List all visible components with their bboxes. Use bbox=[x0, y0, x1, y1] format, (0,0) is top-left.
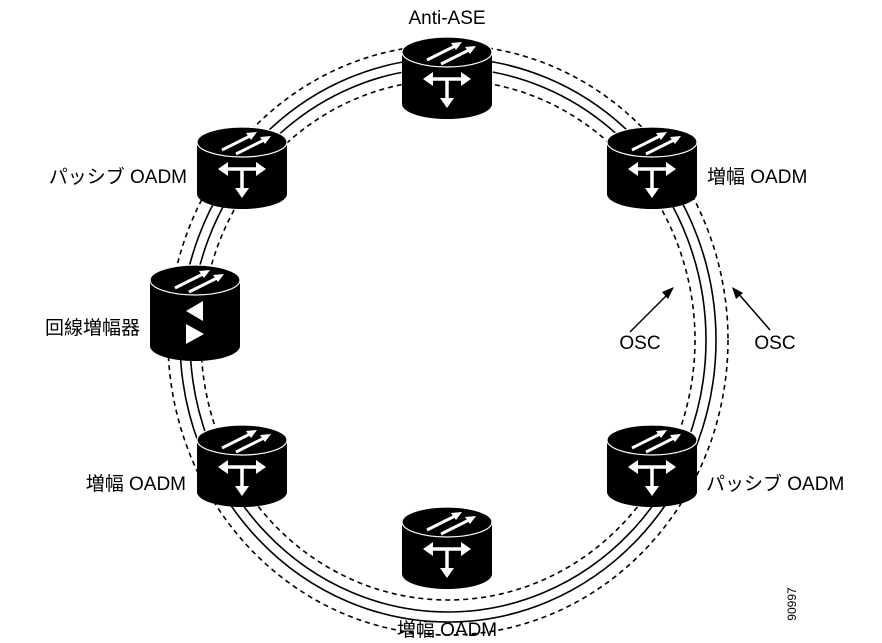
label-osc-inner: OSC bbox=[619, 333, 660, 354]
passive-oadm-upper-left-node bbox=[195, 125, 289, 211]
label-amplified-oadm-bottom: 増幅 OADM bbox=[397, 619, 497, 641]
label-amplified-oadm-lower-left: 増幅 OADM bbox=[86, 473, 186, 495]
anti-ase-node bbox=[400, 35, 494, 121]
osc-arrows bbox=[629, 287, 771, 333]
label-passive-oadm-lower-right: パッシブ OADM bbox=[706, 472, 844, 495]
label-amplified-oadm-upper-right: 増幅 OADM bbox=[707, 166, 807, 188]
amplified-oadm-bottom-node bbox=[400, 505, 494, 591]
amplified-oadm-lower-left-node bbox=[195, 423, 289, 509]
amplified-oadm-upper-right-node bbox=[605, 125, 699, 211]
label-anti-ase: Anti-ASE bbox=[408, 8, 485, 29]
label-osc-outer: OSC bbox=[754, 333, 795, 354]
passive-oadm-lower-right-node bbox=[605, 423, 699, 509]
line-amplifier-node bbox=[148, 263, 242, 363]
label-line-amplifier: 回線増幅器 bbox=[45, 317, 140, 339]
figure-number: 90997 bbox=[785, 587, 799, 621]
label-passive-oadm-upper-left: パッシブ OADM bbox=[49, 165, 187, 188]
